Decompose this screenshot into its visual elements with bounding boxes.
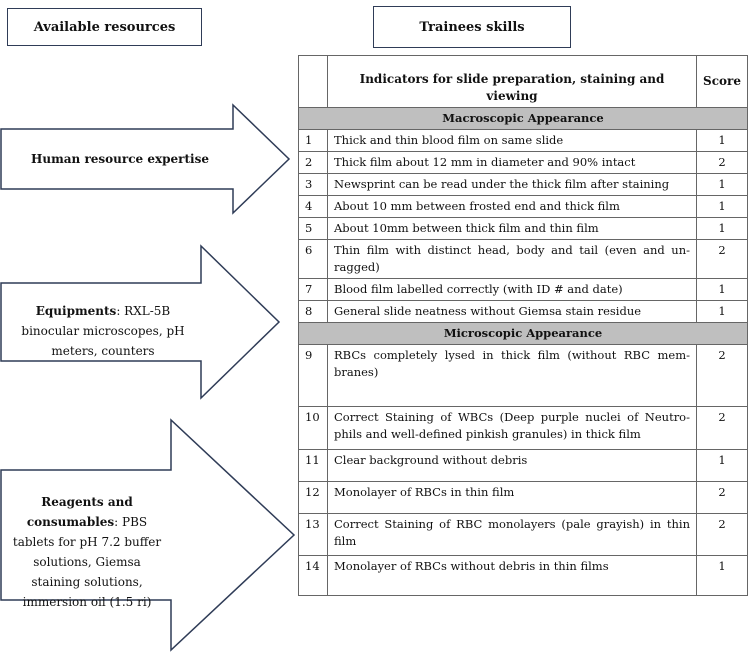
reagents-label: Reagents and consumables <box>26 495 133 529</box>
available-resources-label: Available resources <box>33 19 176 35</box>
number-column-header <box>298 55 328 108</box>
row-number: 11 <box>298 449 328 482</box>
row-indicator: Monolayer of RBCs in thin film <box>327 481 697 514</box>
row-score: 2 <box>696 481 748 514</box>
skills-table: Indicators for slide preparation, staini… <box>298 55 748 596</box>
arrow-reagents <box>0 418 296 652</box>
row-indicator: Thin film with distinct head, body and t… <box>327 239 697 279</box>
row-score: 1 <box>696 129 748 152</box>
human-resource-text: Human resource expertise <box>20 149 220 169</box>
available-resources-header: Available resources <box>7 8 202 46</box>
row-number: 13 <box>298 513 328 556</box>
equipments-text: Equipments: RXL-5B binocular microscopes… <box>12 301 194 361</box>
row-score: 2 <box>696 513 748 556</box>
row-indicator: Blood film labelled correctly (with ID #… <box>327 278 697 301</box>
row-number: 4 <box>298 195 328 218</box>
row-indicator: About 10 mm between frosted end and thic… <box>327 195 697 218</box>
row-indicator: General slide neatness without Giemsa st… <box>327 300 697 323</box>
row-indicator: Thick and thin blood film on same slide <box>327 129 697 152</box>
equipments-label: Equipments <box>35 304 117 318</box>
section-row-macroscopic: Macroscopic Appearance <box>298 107 748 130</box>
score-column-header: Score <box>696 55 748 108</box>
row-number: 8 <box>298 300 328 323</box>
row-score: 1 <box>696 278 748 301</box>
section-row-microscopic: Microscopic Appearance <box>298 322 748 345</box>
row-number: 14 <box>298 555 328 596</box>
section-title: Macroscopic Appearance <box>298 107 748 130</box>
trainees-skills-label: Trainees skills <box>419 19 525 35</box>
reagents-detail: : PBS tablets for pH 7.2 buffer solution… <box>12 515 162 609</box>
row-indicator: Newsprint can be read under the thick fi… <box>327 173 697 196</box>
arrow-equipments <box>0 244 281 400</box>
row-score: 1 <box>696 173 748 196</box>
row-indicator: Correct Staining of RBC monolayers (pale… <box>327 513 697 556</box>
row-indicator: Clear background without debris <box>327 449 697 482</box>
row-score: 1 <box>696 217 748 240</box>
row-number: 10 <box>298 406 328 450</box>
trainees-skills-header: Trainees skills <box>373 6 571 48</box>
row-number: 12 <box>298 481 328 514</box>
row-number: 7 <box>298 278 328 301</box>
section-title: Microscopic Appearance <box>298 322 748 345</box>
row-score: 1 <box>696 555 748 596</box>
row-indicator: Thick film about 12 mm in diameter and 9… <box>327 151 697 174</box>
row-number: 6 <box>298 239 328 279</box>
row-score: 1 <box>696 300 748 323</box>
row-indicator: Monolayer of RBCs without debris in thin… <box>327 555 697 596</box>
row-score: 1 <box>696 195 748 218</box>
row-score: 2 <box>696 239 748 279</box>
row-indicator: RBCs completely lysed in thick film (wit… <box>327 344 697 407</box>
row-number: 5 <box>298 217 328 240</box>
arrow-human-resource <box>0 103 291 215</box>
row-number: 2 <box>298 151 328 174</box>
row-indicator: Correct Staining of WBCs (Deep purple nu… <box>327 406 697 450</box>
equipments-detail: : RXL-5B binocular microscopes, pH meter… <box>21 304 185 358</box>
row-score: 2 <box>696 151 748 174</box>
row-number: 3 <box>298 173 328 196</box>
indicator-column-header: Indicators for slide preparation, staini… <box>327 55 697 108</box>
reagents-text: Reagents and consumables: PBS tablets fo… <box>12 492 162 612</box>
row-score: 2 <box>696 344 748 407</box>
row-number: 9 <box>298 344 328 407</box>
row-number: 1 <box>298 129 328 152</box>
row-indicator: About 10mm between thick film and thin f… <box>327 217 697 240</box>
row-score: 2 <box>696 406 748 450</box>
human-resource-label: Human resource expertise <box>31 152 209 166</box>
row-score: 1 <box>696 449 748 482</box>
